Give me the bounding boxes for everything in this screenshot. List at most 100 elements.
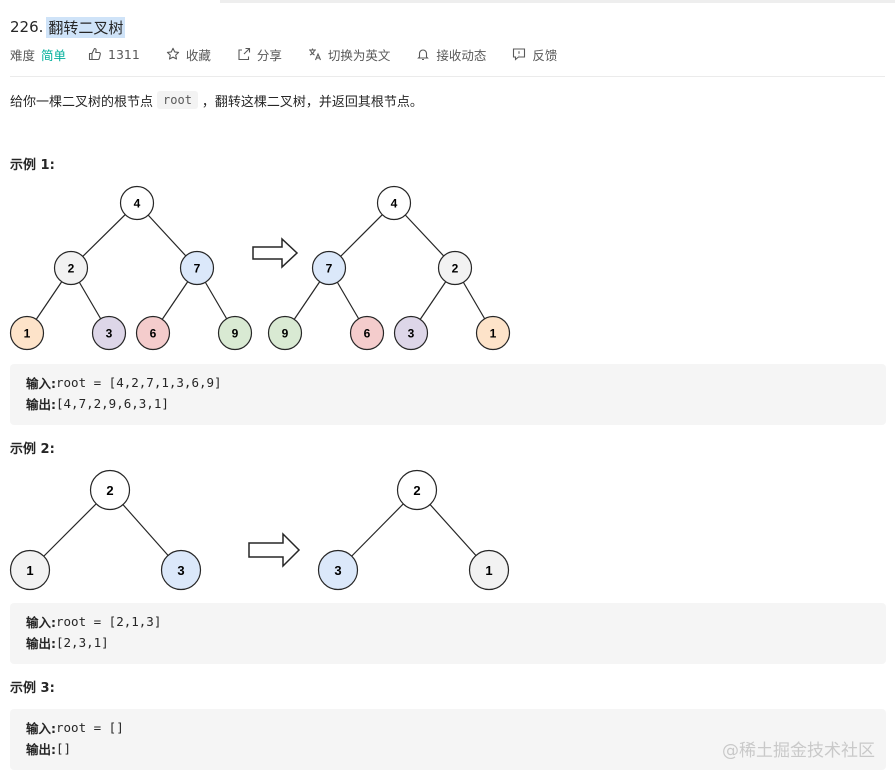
output-label: 输出: (26, 741, 56, 757)
output-label: 输出: (26, 635, 56, 651)
difficulty-badge: 简单 (41, 47, 67, 63)
example-2-title: 示例 2: (10, 442, 55, 457)
svg-text:2: 2 (68, 262, 75, 276)
tree-node: 4 (119, 185, 155, 221)
example-1-tree-after: 4 7 2 9 6 3 1 (267, 185, 511, 351)
svg-text:6: 6 (150, 327, 157, 341)
meta-toolbar: 难度 简单 1311 收藏 分享 切换为英文 接收动态 反馈 (10, 45, 583, 63)
example-1-title: 示例 1: (10, 158, 55, 173)
right-arrow-icon (248, 532, 301, 568)
output-value: [4,7,2,9,6,3,1] (56, 395, 169, 411)
top-bar (0, 0, 895, 4)
description-text-after: ，翻转这棵二叉树，并返回其根节点。 (201, 94, 423, 110)
example-1-tree-before: 4 2 7 1 3 6 9 (9, 185, 253, 351)
example-2-tree-before: 2 1 3 (9, 469, 202, 591)
problem-description: 给你一棵二叉树的根节点 root ，翻转这棵二叉树，并返回其根节点。 (10, 90, 423, 110)
switch-language-button[interactable]: 切换为英文 (308, 45, 391, 64)
output-label: 输出: (26, 396, 56, 412)
svg-text:3: 3 (106, 327, 113, 341)
output-value: [2,3,1] (56, 634, 109, 650)
svg-text:1: 1 (490, 327, 497, 341)
description-code: root (157, 91, 198, 109)
problem-title: 226. 翻转二叉树 (10, 16, 126, 38)
svg-text:3: 3 (408, 327, 415, 341)
svg-text:4: 4 (134, 197, 141, 211)
like-button[interactable]: 1311 (88, 47, 140, 62)
tree-node: 3 (393, 315, 429, 351)
svg-text:2: 2 (452, 262, 459, 276)
share-button[interactable]: 分享 (237, 45, 282, 64)
svg-text:9: 9 (232, 327, 239, 341)
thumbs-up-icon (88, 47, 102, 61)
tree-node: 2 (396, 469, 438, 511)
feedback-label: 反馈 (532, 47, 558, 63)
svg-text:2: 2 (413, 483, 420, 498)
translate-icon (308, 47, 322, 61)
svg-text:7: 7 (194, 262, 201, 276)
svg-text:9: 9 (282, 327, 289, 341)
tree-node: 6 (135, 315, 171, 351)
difficulty-label: 难度 (10, 47, 36, 63)
input-label: 输入: (26, 720, 56, 736)
tree-node: 1 (475, 315, 511, 351)
share-icon (237, 47, 251, 61)
svg-text:1: 1 (485, 563, 492, 578)
favorite-button[interactable]: 收藏 (166, 45, 211, 64)
input-label: 输入: (26, 614, 56, 630)
watermark: @稀土掘金技术社区 (722, 741, 875, 761)
svg-text:1: 1 (26, 563, 33, 578)
subscribe-button[interactable]: 接收动态 (416, 45, 486, 64)
input-value: root = [] (56, 719, 124, 735)
feedback-button[interactable]: 反馈 (512, 45, 557, 64)
input-label: 输入: (26, 375, 56, 391)
tree-node: 9 (267, 315, 303, 351)
feedback-icon (512, 47, 526, 61)
example-1-code-block: 输入:root = [4,2,7,1,3,6,9] 输出:[4,7,2,9,6,… (10, 364, 886, 425)
input-value: root = [4,2,7,1,3,6,9] (56, 374, 222, 390)
bell-icon (416, 47, 430, 61)
tree-node: 3 (160, 549, 202, 591)
svg-text:6: 6 (364, 327, 371, 341)
switch-language-label: 切换为英文 (327, 47, 391, 63)
svg-text:3: 3 (177, 563, 184, 578)
header-divider (10, 76, 885, 77)
subscribe-label: 接收动态 (436, 47, 487, 63)
svg-text:7: 7 (326, 262, 333, 276)
example-3-title: 示例 3: (10, 681, 55, 696)
tree-node: 3 (317, 549, 359, 591)
input-value: root = [2,1,3] (56, 613, 162, 629)
tree-node: 7 (311, 250, 347, 286)
tree-node: 2 (53, 250, 89, 286)
favorite-label: 收藏 (185, 47, 211, 63)
star-icon (166, 47, 180, 61)
example-1-tree-diagram: 4 2 7 1 3 6 9 4 7 2 9 6 3 1 (9, 185, 511, 351)
example-2-code-block: 输入:root = [2,1,3] 输出:[2,3,1] (10, 603, 886, 664)
tree-node: 2 (89, 469, 131, 511)
example-1-input: 输入:root = [4,2,7,1,3,6,9] (26, 373, 222, 391)
tree-node: 9 (217, 315, 253, 351)
svg-text:1: 1 (24, 327, 31, 341)
example-1-output: 输出:[4,7,2,9,6,3,1] (26, 394, 169, 412)
tree-node: 2 (437, 250, 473, 286)
example-2-output: 输出:[2,3,1] (26, 633, 109, 651)
tree-node: 3 (91, 315, 127, 351)
tree-node: 6 (349, 315, 385, 351)
example-2-tree-after: 2 3 1 (317, 469, 510, 591)
example-3-code-block: 输入:root = [] 输出:[] (10, 709, 886, 770)
svg-text:2: 2 (106, 483, 113, 498)
output-value: [] (56, 740, 72, 756)
like-count: 1311 (108, 46, 140, 62)
tree-node: 7 (179, 250, 215, 286)
svg-text:4: 4 (391, 197, 398, 211)
problem-title-text: 翻转二叉树 (46, 16, 126, 38)
tree-node: 1 (468, 549, 510, 591)
top-divider (220, 0, 895, 3)
share-label: 分享 (256, 47, 282, 63)
example-3-input: 输入:root = [] (26, 718, 124, 736)
description-text-before: 给你一棵二叉树的根节点 (10, 94, 154, 110)
right-arrow-icon (252, 237, 299, 269)
example-2-input: 输入:root = [2,1,3] (26, 612, 161, 630)
tree-node: 1 (9, 549, 51, 591)
example-2-tree-diagram: 2 1 3 2 3 1 (9, 469, 510, 591)
problem-number: 226. (10, 18, 44, 36)
